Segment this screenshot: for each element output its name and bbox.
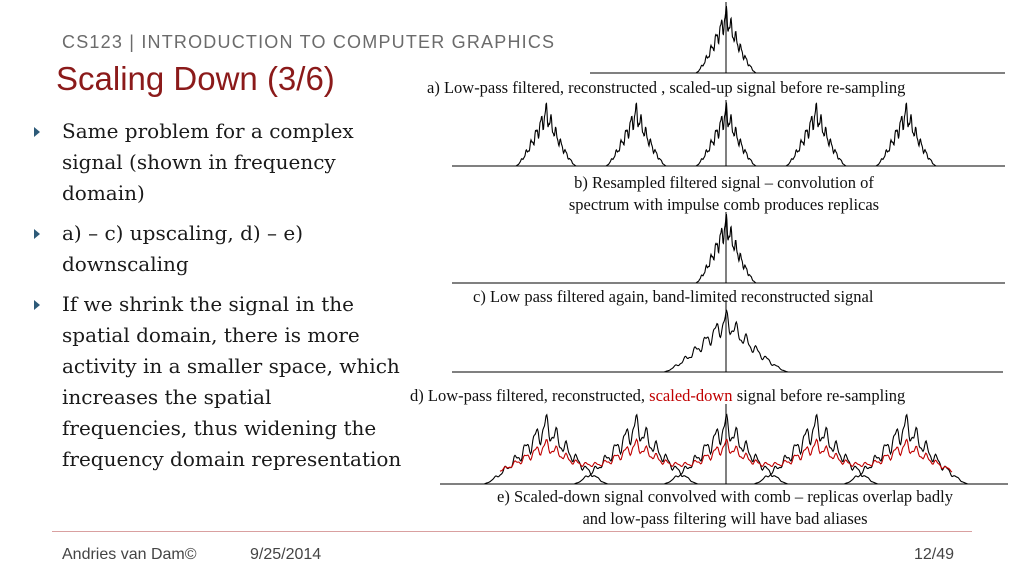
spectrum-curve: [663, 309, 789, 373]
spectrum-replica: [515, 102, 577, 167]
spectrum-b: [452, 100, 1005, 167]
spectrum-c: [452, 212, 1005, 284]
footer-date: 9/25/2014: [250, 546, 322, 563]
footer-author: Andries van Dam©: [62, 546, 197, 563]
caption-d-pre: d) Low-pass filtered, reconstructed,: [410, 386, 650, 405]
bullet-item: a) – c) upscaling, d) – e) downscaling: [32, 218, 402, 280]
spectrum-curve: [695, 213, 757, 284]
caption-a: a) Low-pass filtered, reconstructed , sc…: [427, 78, 906, 97]
spectrum-curve: [695, 5, 757, 74]
spectrum-replica: [573, 413, 699, 485]
caption-d: d) Low-pass filtered, reconstructed, sca…: [410, 385, 905, 407]
bullet-list: Same problem for a complex signal (shown…: [32, 116, 402, 484]
caption-b-line2: spectrum with impulse comb produces repl…: [568, 195, 880, 214]
caption-e-line2: and low-pass filtering will have bad ali…: [582, 509, 868, 528]
spectrum-replica: [753, 413, 879, 485]
spectrum-e: [440, 404, 1008, 485]
caption-d-highlight: scaled-down: [649, 386, 733, 405]
course-header: CS123 | INTRODUCTION TO COMPUTER GRAPHIC…: [62, 32, 556, 52]
spectrum-replica: [785, 102, 847, 167]
slide-title: Scaling Down (3/6): [56, 60, 335, 97]
caption-d-post: signal before re-sampling: [732, 386, 906, 405]
spectrum-replica: [605, 102, 667, 167]
caption-b-line1: b) Resampled filtered signal – convoluti…: [574, 173, 874, 192]
footer-page-number: 12/49: [914, 546, 955, 563]
spectrum-replica: [663, 413, 789, 485]
bullet-text: a) – c) upscaling, d) – e) downscaling: [62, 221, 304, 276]
bullet-triangle-icon: [34, 127, 40, 137]
bullet-text: If we shrink the signal in the spatial d…: [62, 292, 402, 471]
spectrum-replica: [695, 102, 757, 167]
bullet-item: Same problem for a complex signal (shown…: [32, 116, 402, 209]
spectrum-a: [590, 2, 1005, 74]
spectrum-replica: [843, 413, 969, 485]
bullet-triangle-icon: [34, 229, 40, 239]
bullet-text: Same problem for a complex signal (shown…: [62, 119, 354, 205]
spectrum-replica: [875, 102, 937, 167]
caption-c: c) Low pass filtered again, band-limited…: [473, 287, 874, 306]
caption-e: e) Scaled-down signal convolved with com…: [440, 486, 1010, 530]
bullet-item: If we shrink the signal in the spatial d…: [32, 289, 402, 475]
alias-overlap-curve: [499, 438, 953, 473]
caption-e-line1: e) Scaled-down signal convolved with com…: [497, 487, 953, 506]
bullet-triangle-icon: [34, 300, 40, 310]
spectrum-d: [452, 300, 1003, 373]
footer-divider: [52, 531, 972, 532]
spectrum-replica: [483, 413, 609, 485]
caption-b: b) Resampled filtered signal – convoluti…: [524, 172, 924, 216]
